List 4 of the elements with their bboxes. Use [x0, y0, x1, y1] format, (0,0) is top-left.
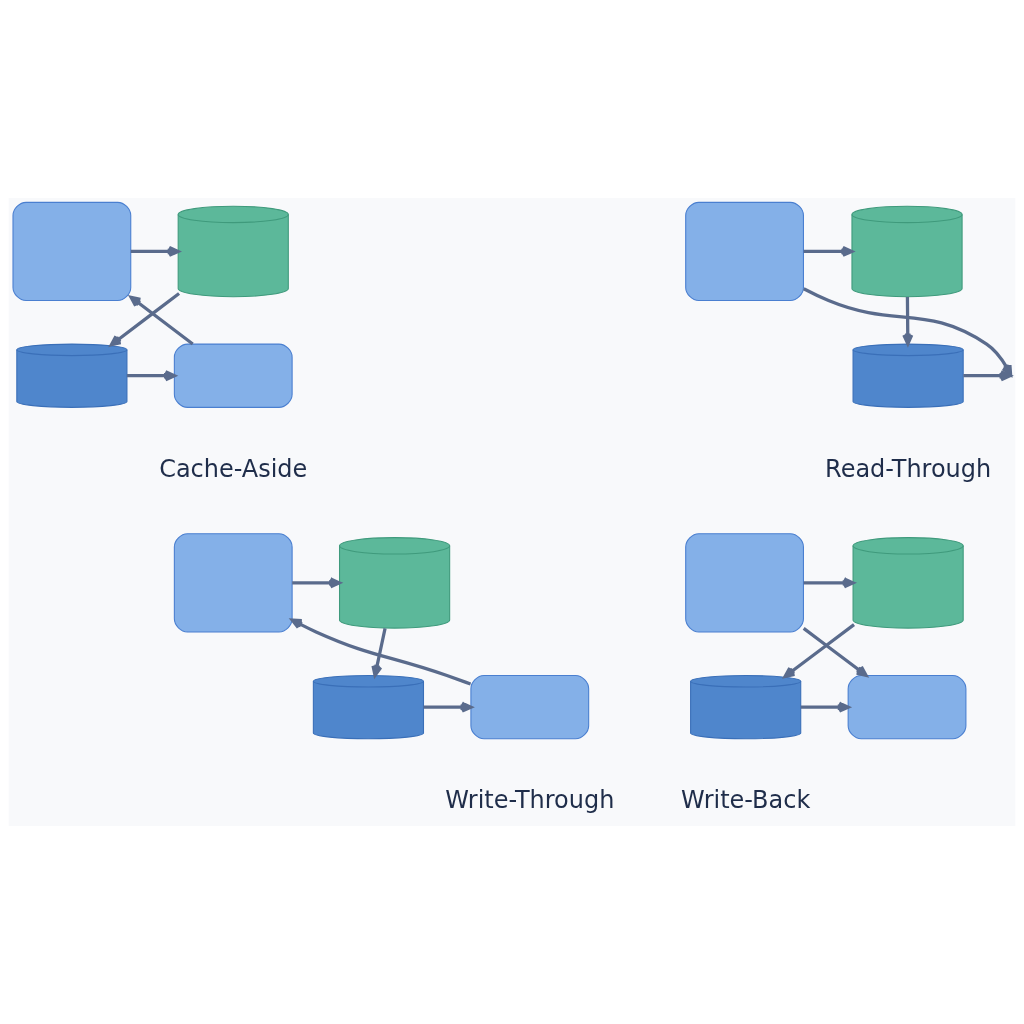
- label: Read-Through: [825, 454, 992, 483]
- label: Cache-Aside: [159, 454, 308, 483]
- label: Write-Through: [445, 786, 615, 815]
- label: Write-Back: [681, 786, 811, 815]
